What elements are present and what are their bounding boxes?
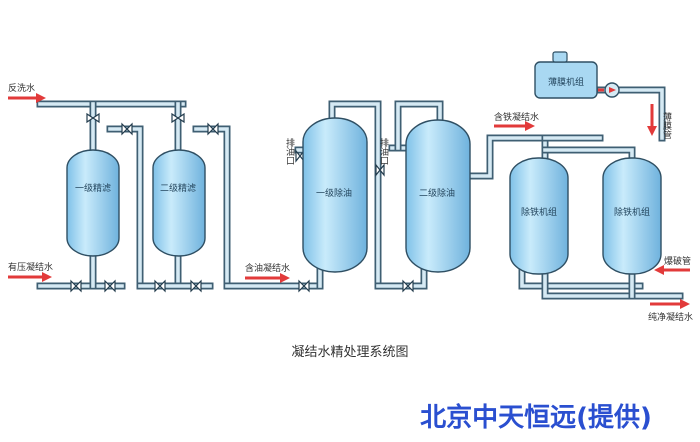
pump bbox=[604, 82, 620, 98]
watermark-text: 北京中天恒远(提供) bbox=[420, 402, 652, 433]
valve[interactable] bbox=[171, 112, 185, 124]
valve[interactable] bbox=[70, 279, 82, 293]
film-unit-label: 薄膜机组 bbox=[548, 76, 584, 88]
label-drain-port-1: 排油口 bbox=[284, 137, 295, 165]
film-unit: 薄膜机组 bbox=[534, 51, 598, 99]
label-return-pipe: 薄膜管 bbox=[661, 111, 672, 139]
label-iron-condensate: 含铁凝结水 bbox=[494, 111, 539, 123]
tank-secondary-oil: 二级除油 bbox=[405, 119, 471, 273]
valve[interactable] bbox=[402, 279, 414, 293]
valve[interactable] bbox=[207, 122, 219, 136]
tank-secondary-fine: 二级精滤 bbox=[152, 149, 206, 257]
valve[interactable] bbox=[375, 163, 385, 177]
label-reverse-wash: 反洗水 bbox=[8, 82, 35, 94]
pipe-network bbox=[36, 56, 684, 300]
label-drain-port-2: 排油口 bbox=[378, 137, 389, 165]
diagram-title: 凝结水精处理系统图 bbox=[291, 344, 408, 360]
tank-label: 除铁机组 bbox=[521, 206, 557, 218]
arrow-iron-condensate bbox=[494, 121, 535, 131]
label-blowdown: 爆破管 bbox=[664, 255, 691, 267]
valve[interactable] bbox=[86, 112, 100, 124]
tank-iron-removal-1: 除铁机组 bbox=[509, 157, 569, 275]
diagram-labels: 反洗水 有压凝结水 含油凝结水 含铁凝结水 纯净凝结水 爆破管 薄膜管 排油口 … bbox=[8, 82, 693, 323]
valve[interactable] bbox=[190, 279, 202, 293]
tank-label: 一级精滤 bbox=[75, 182, 111, 194]
label-pressure-condensate: 有压凝结水 bbox=[8, 261, 53, 273]
arrow-blowdown bbox=[654, 265, 690, 275]
arrow-pressure-condensate bbox=[8, 272, 52, 282]
label-pure-condensate: 纯净凝结水 bbox=[648, 311, 693, 323]
valve[interactable] bbox=[121, 122, 133, 136]
arrow-return bbox=[647, 104, 657, 136]
tank-primary-oil: 一级除油 bbox=[302, 117, 368, 273]
tank-label: 二级精滤 bbox=[160, 182, 196, 194]
valve[interactable] bbox=[104, 279, 116, 293]
label-oily-condensate: 含油凝结水 bbox=[245, 262, 290, 274]
tank-label: 二级除油 bbox=[419, 187, 455, 199]
tank-label: 除铁机组 bbox=[614, 206, 650, 218]
arrow-oily-condensate bbox=[245, 273, 290, 283]
arrow-reverse-wash bbox=[8, 93, 46, 103]
tank-iron-removal-2: 除铁机组 bbox=[602, 157, 662, 275]
tank-label: 一级除油 bbox=[316, 187, 352, 199]
valve[interactable] bbox=[298, 279, 310, 293]
valve[interactable] bbox=[154, 279, 166, 293]
arrow-pure-condensate bbox=[650, 299, 690, 309]
flow-arrows bbox=[8, 88, 690, 309]
tank-primary-fine: 一级精滤 bbox=[66, 149, 120, 257]
